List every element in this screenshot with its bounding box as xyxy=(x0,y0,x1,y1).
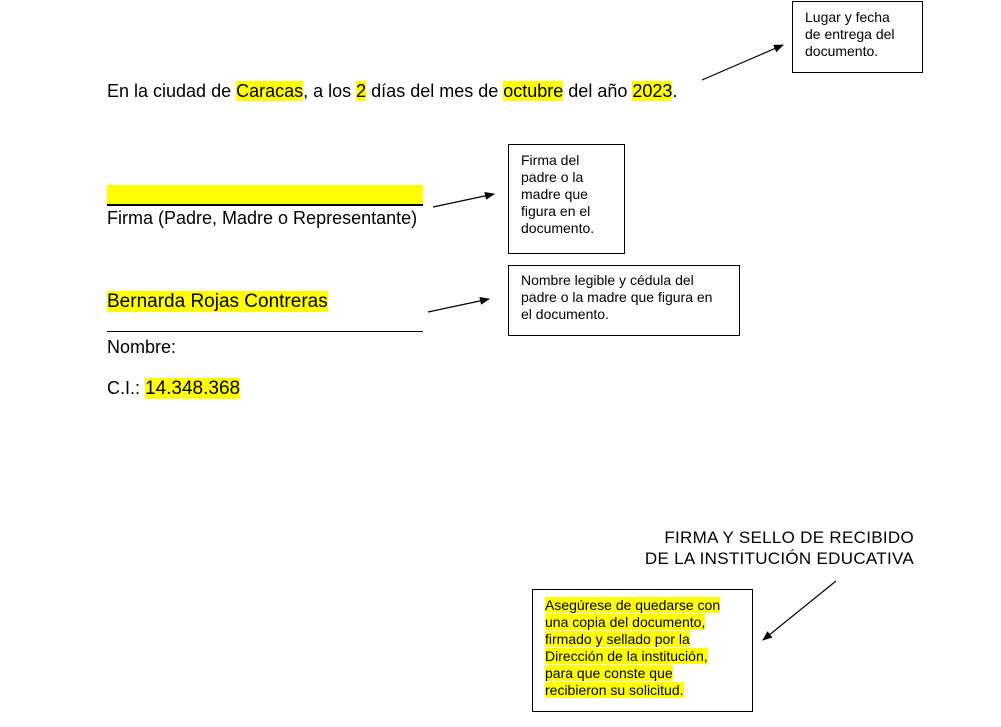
signature-note-line: Firma del xyxy=(521,152,580,168)
name-value: Bernarda Rojas Contreras xyxy=(107,291,328,312)
date-mid1: , a los xyxy=(303,81,357,101)
date-prefix: En la ciudad de xyxy=(107,81,237,101)
date-mid2: días del mes de xyxy=(366,81,504,101)
date-line: En la ciudad de Caracas, a los 2 días de… xyxy=(107,80,677,102)
institution-line2: DE LA INSTITUCIÓN EDUCATIVA xyxy=(644,549,914,568)
date-suffix: . xyxy=(672,81,678,101)
signature-caption: Firma (Padre, Madre o Representante) xyxy=(107,208,418,228)
signature-note-line: padre o la xyxy=(521,169,584,185)
ci-label: C.I.: xyxy=(107,378,146,398)
signature-field xyxy=(107,185,423,204)
signature-line xyxy=(107,204,423,206)
year-value: 2023 xyxy=(632,81,673,101)
name-note-line: padre o la madre que figura en xyxy=(521,289,713,305)
copy-note-line: para que conste que xyxy=(545,665,673,681)
date-note-line: Lugar y fecha xyxy=(805,9,890,25)
copy-note-line: firmado y sellado por la xyxy=(545,631,690,647)
signature-note-arrow xyxy=(432,191,495,208)
ci-line: C.I.: 14.348.368 xyxy=(107,377,241,400)
month-value: octubre xyxy=(503,81,564,101)
copy-note-box: Asegúrese de quedarse con una copia del … xyxy=(532,589,753,712)
name-line xyxy=(107,331,423,332)
date-note-line: documento. xyxy=(805,43,879,59)
institution-line1: FIRMA Y SELLO DE RECIBIDO xyxy=(664,528,914,547)
name-label: Nombre: xyxy=(107,337,177,357)
copy-note-arrow xyxy=(762,580,837,641)
copy-note-line: Dirección de la institución, xyxy=(545,648,708,664)
copy-note-line: recibieron su solicitud. xyxy=(545,682,684,698)
institution-heading: FIRMA Y SELLO DE RECIBIDO DE LA INSTITUC… xyxy=(645,527,914,569)
signature-note-line: madre que xyxy=(521,186,588,202)
date-mid3: del año xyxy=(563,81,633,101)
city-value: Caracas xyxy=(236,81,304,101)
name-value-wrap: Bernarda Rojas Contreras xyxy=(107,291,328,313)
date-note-arrow xyxy=(701,44,784,81)
name-note-box: Nombre legible y cédula del padre o la m… xyxy=(508,265,740,336)
name-note-arrow xyxy=(427,296,490,313)
copy-note-line: Asegúrese de quedarse con xyxy=(545,597,721,613)
copy-note-line: una copia del documento, xyxy=(545,614,706,630)
signature-note-line: figura en el xyxy=(521,203,591,219)
date-note-line: de entrega del xyxy=(805,26,895,42)
signature-note-line: documento. xyxy=(521,220,595,236)
signature-note-box: Firma del padre o la madre que figura en… xyxy=(508,144,625,254)
name-note-line: Nombre legible y cédula del xyxy=(521,272,694,288)
ci-value: 14.348.368 xyxy=(145,378,241,399)
day-value: 2 xyxy=(356,81,367,101)
date-note-box: Lugar y fecha de entrega del documento. xyxy=(792,1,923,73)
name-note-line: el documento. xyxy=(521,306,609,322)
